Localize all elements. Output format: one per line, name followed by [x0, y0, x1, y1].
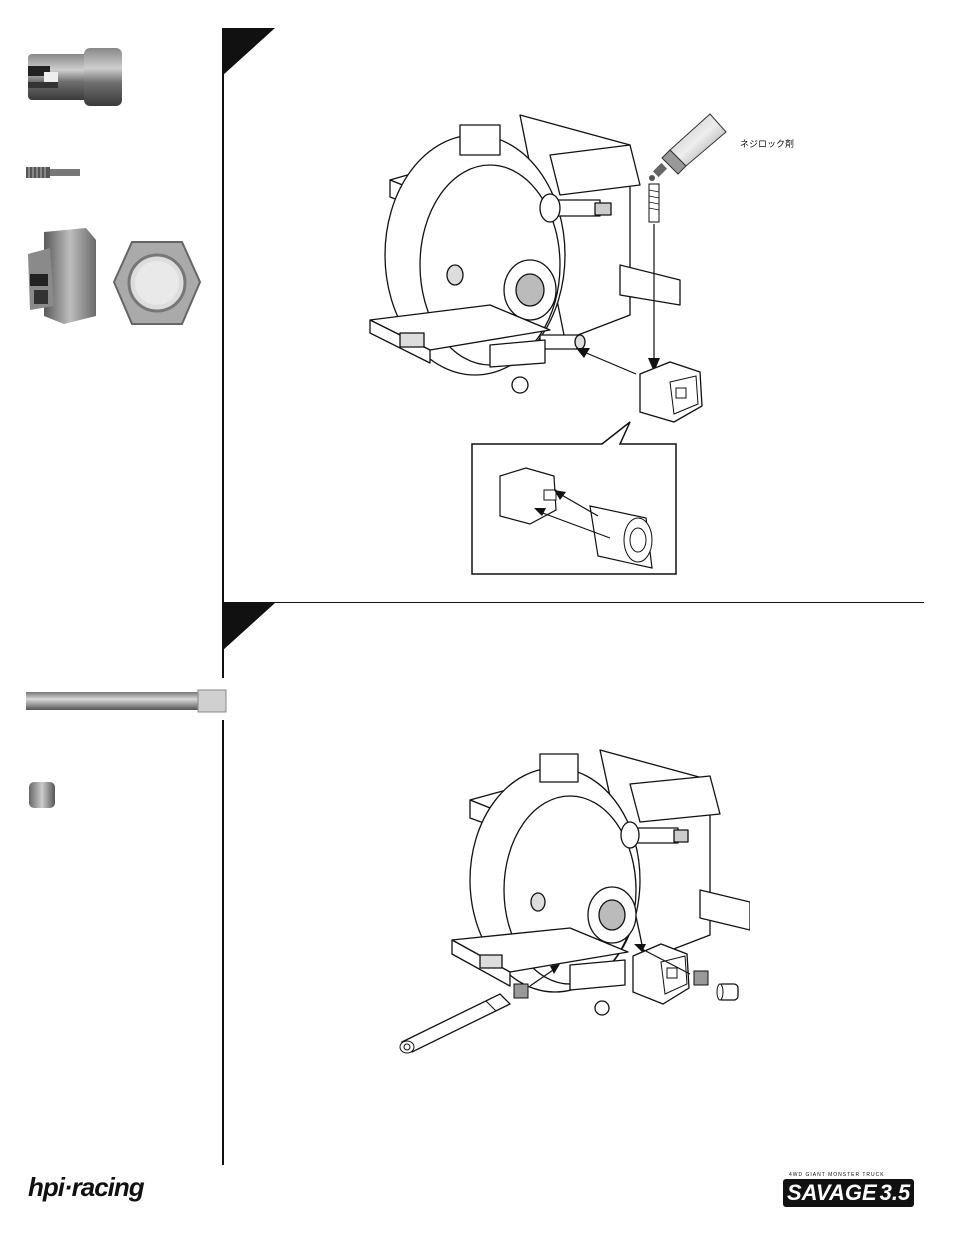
- step-divider: [224, 602, 924, 603]
- bushing-part-icon: [27, 780, 57, 810]
- savage-name: SAVAGE: [787, 1180, 877, 1206]
- hpi-racing-logo: hpi·racing: [28, 1172, 144, 1203]
- assembly-arrow-1: [570, 340, 640, 380]
- detail-callout-box: [470, 420, 680, 578]
- savage-tagline: 4WD GIANT MONSTER TRUCK: [789, 1172, 914, 1178]
- hex-ring-part-icon: [110, 238, 202, 330]
- savage-number: 3.5: [880, 1180, 911, 1206]
- cup-joint-part-icon: [24, 46, 129, 108]
- set-screw-arrow: [640, 180, 670, 380]
- savage-logo: 4WD GIANT MONSTER TRUCK SAVAGE 3.5: [783, 1172, 914, 1207]
- shaft-part-icon: [26, 688, 230, 714]
- step2-markers: [500, 930, 725, 1005]
- hex-hub-part-icon: [24, 226, 104, 326]
- set-screw-part-icon: [26, 163, 84, 183]
- shaft-step2-icon: [396, 988, 516, 1058]
- thread-lock-label: ネジロック剤: [740, 137, 794, 150]
- step-1-tab: [222, 28, 277, 78]
- step-2-tab: [222, 603, 277, 653]
- column-divider-bottom: [222, 720, 224, 1165]
- column-divider-top: [222, 28, 224, 678]
